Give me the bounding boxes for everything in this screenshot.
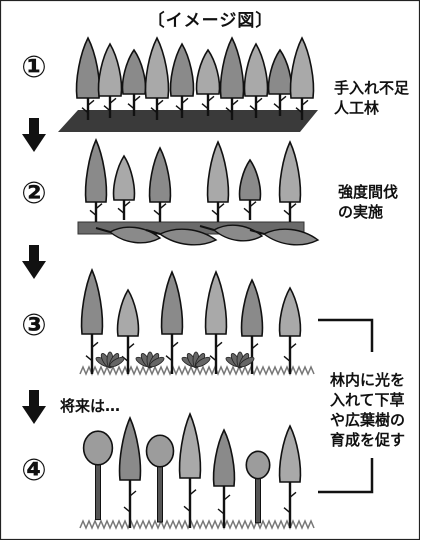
caption-line: 強度間伐 [338, 183, 399, 201]
undergrowth-plant-icon [225, 351, 255, 369]
figure-title: 〔イメージ図〕 [147, 11, 274, 31]
fallen-log-icon [199, 224, 264, 242]
step-1-caption: 手入れ不足 人工林 [334, 78, 409, 118]
caption-line: の実施 [338, 203, 384, 221]
grass-icon [79, 519, 315, 530]
step-4-number: ④ [21, 453, 47, 488]
conifer-tree-icon [267, 48, 293, 116]
fallen-log-icon [145, 228, 218, 246]
conifer-tree-icon [148, 146, 172, 222]
step-2-caption: 強度間伐 の実施 [338, 182, 398, 222]
broadleaf-tree-icon [245, 450, 271, 524]
broadleaf-tree-icon [82, 430, 114, 521]
conifer-tree-icon [80, 268, 104, 374]
ground-slab [58, 110, 318, 132]
conifer-tree-icon [118, 416, 142, 528]
undergrowth-plant-icon [135, 351, 165, 369]
conifer-tree-icon [121, 48, 147, 116]
conifer-tree-icon [278, 286, 302, 374]
down-arrow-icon [22, 118, 46, 152]
conifer-tree-icon [116, 288, 140, 374]
caption-line: や広葉樹の [330, 411, 406, 429]
bracket-caption: 林内に光を 入れて下草 や広葉樹の 育成を促す [330, 370, 405, 450]
down-arrow-icon [22, 245, 46, 279]
conifer-tree-icon [238, 158, 262, 220]
conifer-tree-icon [278, 140, 302, 222]
step-2-number: ② [21, 176, 47, 211]
caption-line: 育成を促す [330, 431, 406, 449]
step-1-number: ① [21, 50, 47, 85]
caption-line: 林内に光を [330, 371, 406, 389]
conifer-tree-icon [84, 138, 108, 222]
step-3-number: ③ [21, 308, 47, 343]
broadleaf-tree-icon [145, 434, 175, 523]
undergrowth-plant-icon [181, 351, 211, 369]
caption-line: 人工林 [334, 99, 380, 117]
conifer-tree-icon [169, 42, 195, 118]
conifer-tree-icon [160, 270, 184, 374]
undergrowth-plant-icon [95, 351, 125, 369]
conifer-tree-icon [289, 36, 315, 120]
conifer-tree-icon [112, 154, 136, 220]
conifer-tree-icon [278, 424, 302, 528]
caption-line: 入れて下草 [330, 391, 405, 409]
down-arrow-icon [22, 390, 46, 424]
conifer-tree-icon [212, 428, 236, 528]
conifer-tree-icon [195, 48, 221, 116]
fallen-log-icon [249, 228, 320, 246]
conifer-tree-icon [206, 140, 230, 222]
conifer-tree-icon [75, 36, 101, 120]
conifer-tree-icon [144, 36, 170, 120]
future-label: 将来は… [60, 397, 121, 415]
conifer-tree-icon [243, 42, 269, 118]
conifer-tree-icon [178, 412, 202, 528]
conifer-tree-icon [219, 36, 245, 120]
conifer-tree-icon [97, 42, 123, 118]
caption-line: 手入れ不足 [334, 79, 410, 97]
conifer-tree-icon [204, 270, 228, 374]
